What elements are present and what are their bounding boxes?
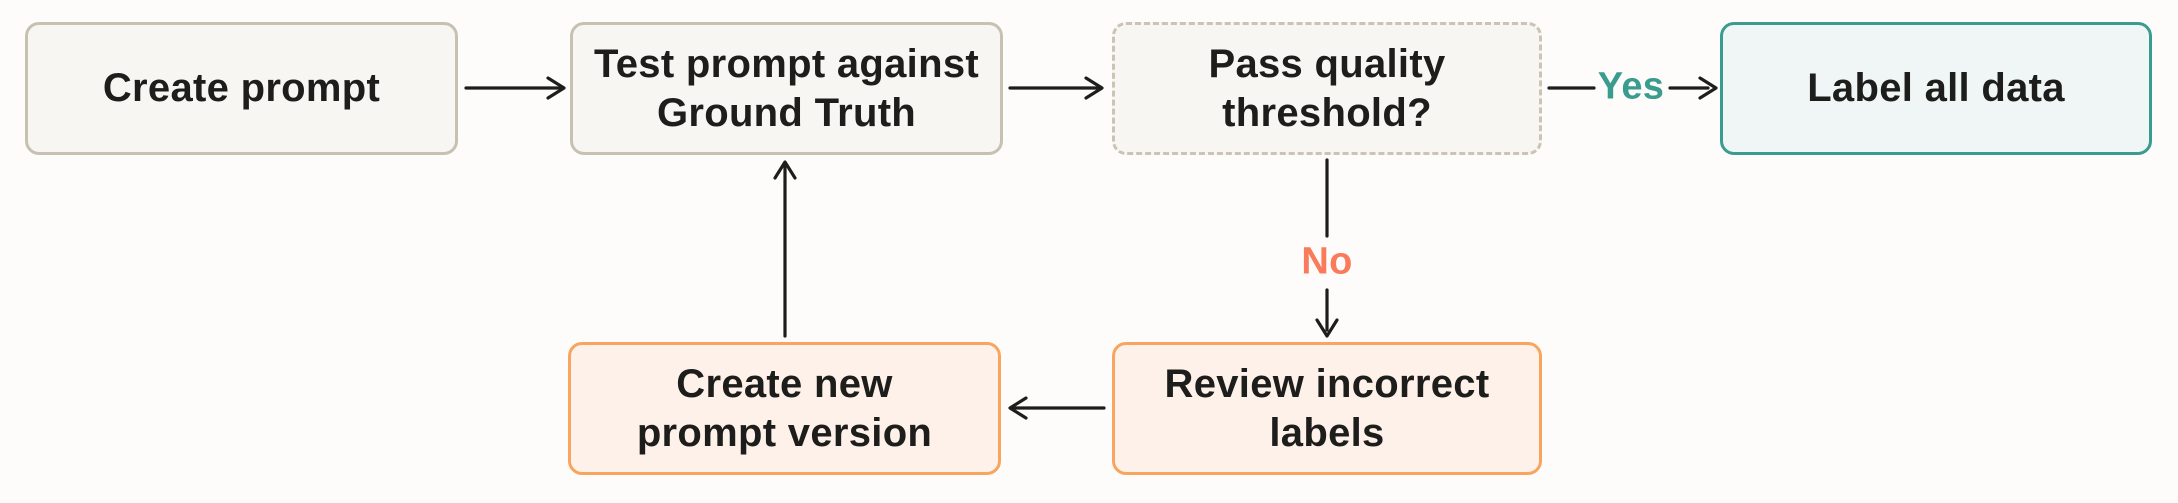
arrow-create-to-test [464,76,566,100]
edge-label-no: No [1301,240,1353,283]
node-label: Pass quality threshold? [1208,41,1446,135]
arrow-create-new-to-test [773,160,797,338]
node-pass-quality-threshold: Pass quality threshold? [1112,22,1542,155]
arrow-test-to-threshold [1008,76,1104,100]
arrow-review-to-create-new [1008,396,1106,420]
node-label: Label all data [1807,66,2065,111]
node-label: Test prompt against Ground Truth [594,41,979,135]
node-create-prompt: Create prompt [25,22,458,155]
edge-label-yes: Yes [1597,65,1665,108]
node-label: Review incorrect labels [1164,361,1490,455]
node-review-incorrect-labels: Review incorrect labels [1112,342,1542,475]
node-test-prompt: Test prompt against Ground Truth [570,22,1003,155]
node-label: Create new prompt version [636,361,933,455]
node-label: Create prompt [102,66,381,111]
node-label-all-data: Label all data [1720,22,2152,155]
node-create-new-prompt-version: Create new prompt version [568,342,1001,475]
